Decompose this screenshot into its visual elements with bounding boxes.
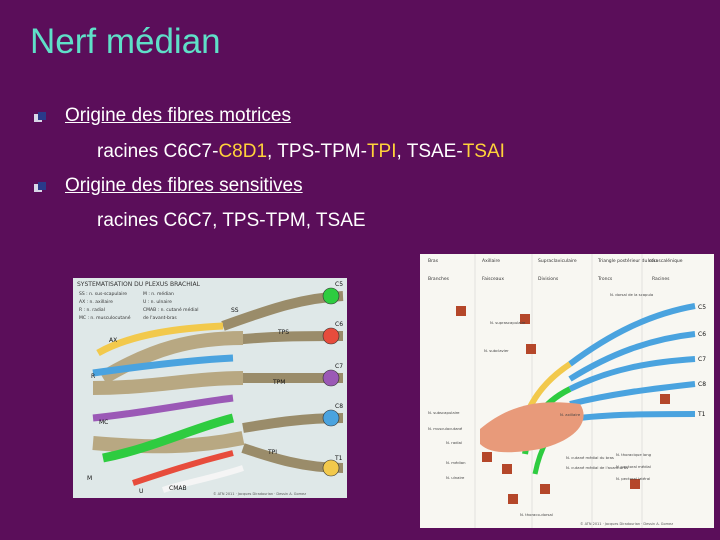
- svg-text:Troncs: Troncs: [597, 276, 613, 282]
- svg-text:CMAB : n. cutané médial: CMAB : n. cutané médial: [143, 306, 198, 313]
- svg-text:N. subclavier: N. subclavier: [484, 348, 509, 353]
- svg-text:C6: C6: [698, 331, 706, 338]
- svg-text:C8: C8: [698, 381, 706, 388]
- svg-text:C5: C5: [698, 304, 706, 311]
- svg-text:Triangle postérieur du cou: Triangle postérieur du cou: [597, 257, 657, 264]
- svg-text:AX: AX: [109, 337, 117, 344]
- svg-text:Supraclaviculaire: Supraclaviculaire: [538, 258, 577, 264]
- svg-text:MC : n. musculocutané: MC : n. musculocutané: [79, 314, 131, 321]
- svg-text:N. cutané médial du bras: N. cutané médial du bras: [566, 455, 614, 460]
- svg-text:MC: MC: [99, 419, 108, 426]
- slide-title: Nerf médian: [30, 22, 221, 61]
- svg-text:C7: C7: [335, 363, 343, 370]
- svg-text:C7: C7: [698, 356, 706, 363]
- svg-text:N. suprascapulaire: N. suprascapulaire: [490, 320, 526, 325]
- svg-text:Bras: Bras: [428, 258, 439, 264]
- svg-text:T1: T1: [334, 455, 343, 462]
- svg-text:SS: SS: [231, 307, 239, 314]
- svg-text:Faisceaux: Faisceaux: [482, 276, 504, 282]
- svg-text:© ATN 2011 · Jacques Diradouri: © ATN 2011 · Jacques Diradourian · Dessi…: [580, 522, 673, 526]
- svg-text:N. thoraco-dorsal: N. thoraco-dorsal: [520, 512, 553, 517]
- svg-text:N. axillaire: N. axillaire: [560, 412, 581, 417]
- svg-text:N. médian: N. médian: [446, 460, 466, 465]
- svg-text:N. cutané médial de l'avant-br: N. cutané médial de l'avant-bras: [566, 465, 628, 470]
- svg-text:M: M: [87, 475, 92, 482]
- svg-text:Infrascalénique: Infrascalénique: [648, 257, 683, 264]
- svg-text:U : n. ulnaire: U : n. ulnaire: [143, 299, 172, 305]
- svg-text:Racines: Racines: [652, 276, 670, 282]
- svg-text:N. pectoral médial: N. pectoral médial: [616, 464, 651, 469]
- svg-text:N. radial: N. radial: [446, 440, 462, 445]
- bullet-1-heading: Origine des fibres motrices: [65, 105, 291, 126]
- svg-text:N. pectoral latéral: N. pectoral latéral: [616, 476, 650, 481]
- brachial-plexus-anatomy-figure: Bras Axillaire Supraclaviculaire Triangl…: [420, 254, 714, 528]
- figure-header: SYSTEMATISATION DU PLEXUS BRACHIAL: [77, 281, 201, 288]
- svg-text:R: R: [91, 373, 95, 380]
- svg-text:Axillaire: Axillaire: [482, 258, 500, 264]
- svg-text:N. subscapulaire: N. subscapulaire: [428, 410, 460, 415]
- svg-text:Divisions: Divisions: [538, 276, 559, 282]
- bullet-1-detail: racines C6C7-C8D1, TPS-TPM-TPI, TSAE-TSA…: [97, 141, 505, 162]
- svg-text:M : n. médian: M : n. médian: [143, 290, 174, 297]
- svg-text:N. thoracique long: N. thoracique long: [616, 452, 652, 457]
- svg-text:C5: C5: [335, 281, 343, 288]
- svg-text:N. dorsal de la scapula: N. dorsal de la scapula: [610, 292, 653, 297]
- svg-text:TPM: TPM: [272, 379, 285, 386]
- bullet-2-heading: Origine des fibres sensitives: [65, 175, 303, 196]
- svg-text:de l'avant-bras: de l'avant-bras: [143, 315, 177, 321]
- bullet-icon: [34, 182, 46, 194]
- bullet-icon: [34, 112, 46, 124]
- bullet-2-detail: racines C6C7, TPS-TPM, TSAE: [97, 210, 366, 231]
- svg-text:SS : n. sus-scapulaire: SS : n. sus-scapulaire: [79, 291, 127, 297]
- svg-text:© ATN 2011 · Jacques Diradouri: © ATN 2011 · Jacques Diradourian · Dessi…: [213, 492, 306, 496]
- svg-text:Branches: Branches: [428, 276, 450, 282]
- plexus-systematization-figure: SYSTEMATISATION DU PLEXUS BRACHIAL SS : …: [73, 278, 347, 498]
- svg-text:R : n. radial: R : n. radial: [79, 307, 105, 313]
- svg-text:CMAB: CMAB: [169, 485, 187, 492]
- svg-text:TPS: TPS: [277, 329, 289, 336]
- svg-text:TPI: TPI: [267, 449, 277, 456]
- svg-text:N. ulnaire: N. ulnaire: [446, 475, 465, 480]
- svg-text:C6: C6: [335, 321, 343, 328]
- svg-text:N. musculocutané: N. musculocutané: [428, 426, 463, 431]
- svg-text:AX : n. axillaire: AX : n. axillaire: [79, 299, 113, 305]
- svg-text:C8: C8: [335, 403, 343, 410]
- svg-text:T1: T1: [697, 411, 706, 418]
- svg-text:U: U: [139, 488, 143, 495]
